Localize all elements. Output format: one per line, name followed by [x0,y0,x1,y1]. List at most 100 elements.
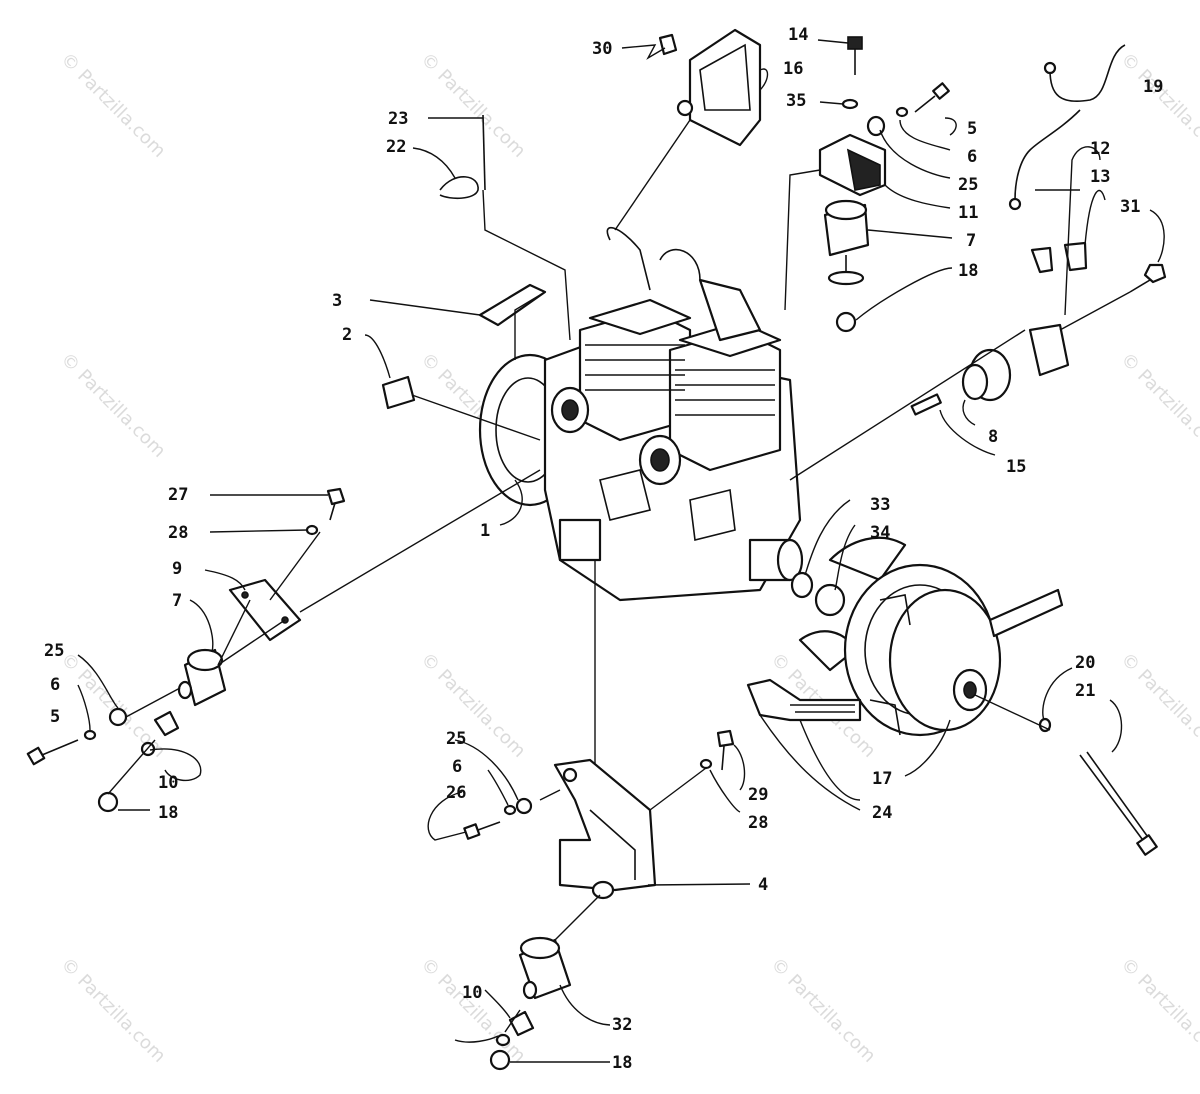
callout-14: 14 [788,25,808,45]
part-17-clutch [798,536,1002,737]
callout-17: 17 [872,769,892,789]
callout-8: 8 [988,427,998,447]
callout-5: 5 [967,119,977,139]
part-2-block [381,375,416,410]
callout-32: 32 [612,1015,632,1035]
part-29-bolt [716,729,735,771]
callout-10: 10 [462,983,482,1003]
watermark: © Partzilla.com [1116,954,1200,1067]
part-3-strip [478,283,547,327]
part-18-nut-left [97,791,119,813]
watermark: © Partzilla.com [1116,349,1200,462]
callout-29: 29 [748,785,768,805]
part-14-bolt [847,36,863,75]
callout-28: 28 [748,813,768,833]
callout-24: 24 [872,803,892,823]
part-23-pin [482,114,486,191]
leader-lines [77,39,1165,1063]
part-4-mount-bracket [553,758,657,900]
callout-31: 31 [1120,197,1140,217]
callout-25: 25 [44,641,64,661]
watermark: © Partzilla.com [1116,649,1200,762]
part-31-bolt [1129,263,1167,293]
callout-22: 22 [386,137,406,157]
part-15-stud [910,393,942,416]
part-8-bushing [961,348,1012,402]
part-30-clip [658,33,678,56]
part-6-washer-top [895,106,909,118]
callout-7: 7 [966,231,976,251]
watermark: © Partzilla.com [56,49,169,162]
callout-25: 25 [446,729,466,749]
callout-12: 12 [1090,139,1110,159]
callout-28: 28 [168,523,188,543]
part-33-34-spacers [790,571,846,617]
part-28-washer-left [305,524,319,536]
callout-1: 1 [480,521,490,541]
callout-15: 15 [1006,457,1026,477]
callout-35: 35 [786,91,806,111]
callout-26: 26 [446,783,466,803]
part-bracket-right [1028,323,1070,377]
part-18-nut-top [835,311,857,333]
callout-5: 5 [50,707,60,727]
callout-16: 16 [783,59,803,79]
callout-7: 7 [172,591,182,611]
callout-25: 25 [958,175,978,195]
part-25-washer-top [866,115,886,137]
callout-4: 4 [758,875,768,895]
callout-6: 6 [452,757,462,777]
callout-10: 10 [158,773,178,793]
callout-13: 13 [1090,167,1110,187]
part-26-bolt [463,821,501,840]
part-27-bolt [326,487,346,521]
part-25-washer-left [108,707,128,727]
callout-19: 19 [1143,77,1163,97]
callout-18: 18 [158,803,178,823]
callout-2: 2 [342,325,352,345]
part-10-cup-left [153,710,180,737]
part-25-washer-bottom [515,797,533,815]
engine-block [478,226,804,602]
watermark: © Partzilla.com [416,49,529,162]
callout-6: 6 [967,147,977,167]
part-7-rubber-mount-top [823,199,870,286]
watermark: © Partzilla.com [766,954,879,1067]
part-35-washer [841,98,859,110]
part-16-bracket [676,28,762,147]
callout-33: 33 [870,495,890,515]
callout-6: 6 [50,675,60,695]
part-7-rubber-mount-left [177,648,227,707]
watermark: © Partzilla.com [1116,49,1200,162]
part-21-bolt [1079,751,1158,856]
part-6-washer-left [83,729,97,741]
callout-21: 21 [1075,681,1095,701]
callout-9: 9 [172,559,182,579]
watermark: © Partzilla.com [416,954,529,1067]
part-9-plate [228,578,302,642]
part-19-wire [1008,44,1126,211]
watermark: © Partzilla.com [56,349,169,462]
callout-23: 23 [388,109,408,129]
part-22-clip [439,176,479,200]
callout-18: 18 [958,261,978,281]
callout-11: 11 [958,203,978,223]
part-11-mount [818,133,887,197]
part-28-washer-bottom [699,758,713,770]
callouts: 30 16 14 35 5 6 25 11 7 18 19 12 13 31 2… [44,25,1163,1073]
callout-30: 30 [592,39,612,59]
watermark: © Partzilla.com [416,649,529,762]
part-24-guard [746,678,862,722]
part-18-nut-bottom [489,1049,511,1071]
part-32-rubber-mount [518,936,572,1000]
part-10-cup-bottom [508,1010,535,1037]
callout-20: 20 [1075,653,1095,673]
part-6-washer-bottom [503,804,517,816]
part-12-13-forks [1030,241,1088,274]
callout-27: 27 [168,485,188,505]
belt-segment [988,588,1064,638]
watermark: © Partzilla.com [56,954,169,1067]
callout-18: 18 [612,1053,632,1073]
callout-3: 3 [332,291,342,311]
